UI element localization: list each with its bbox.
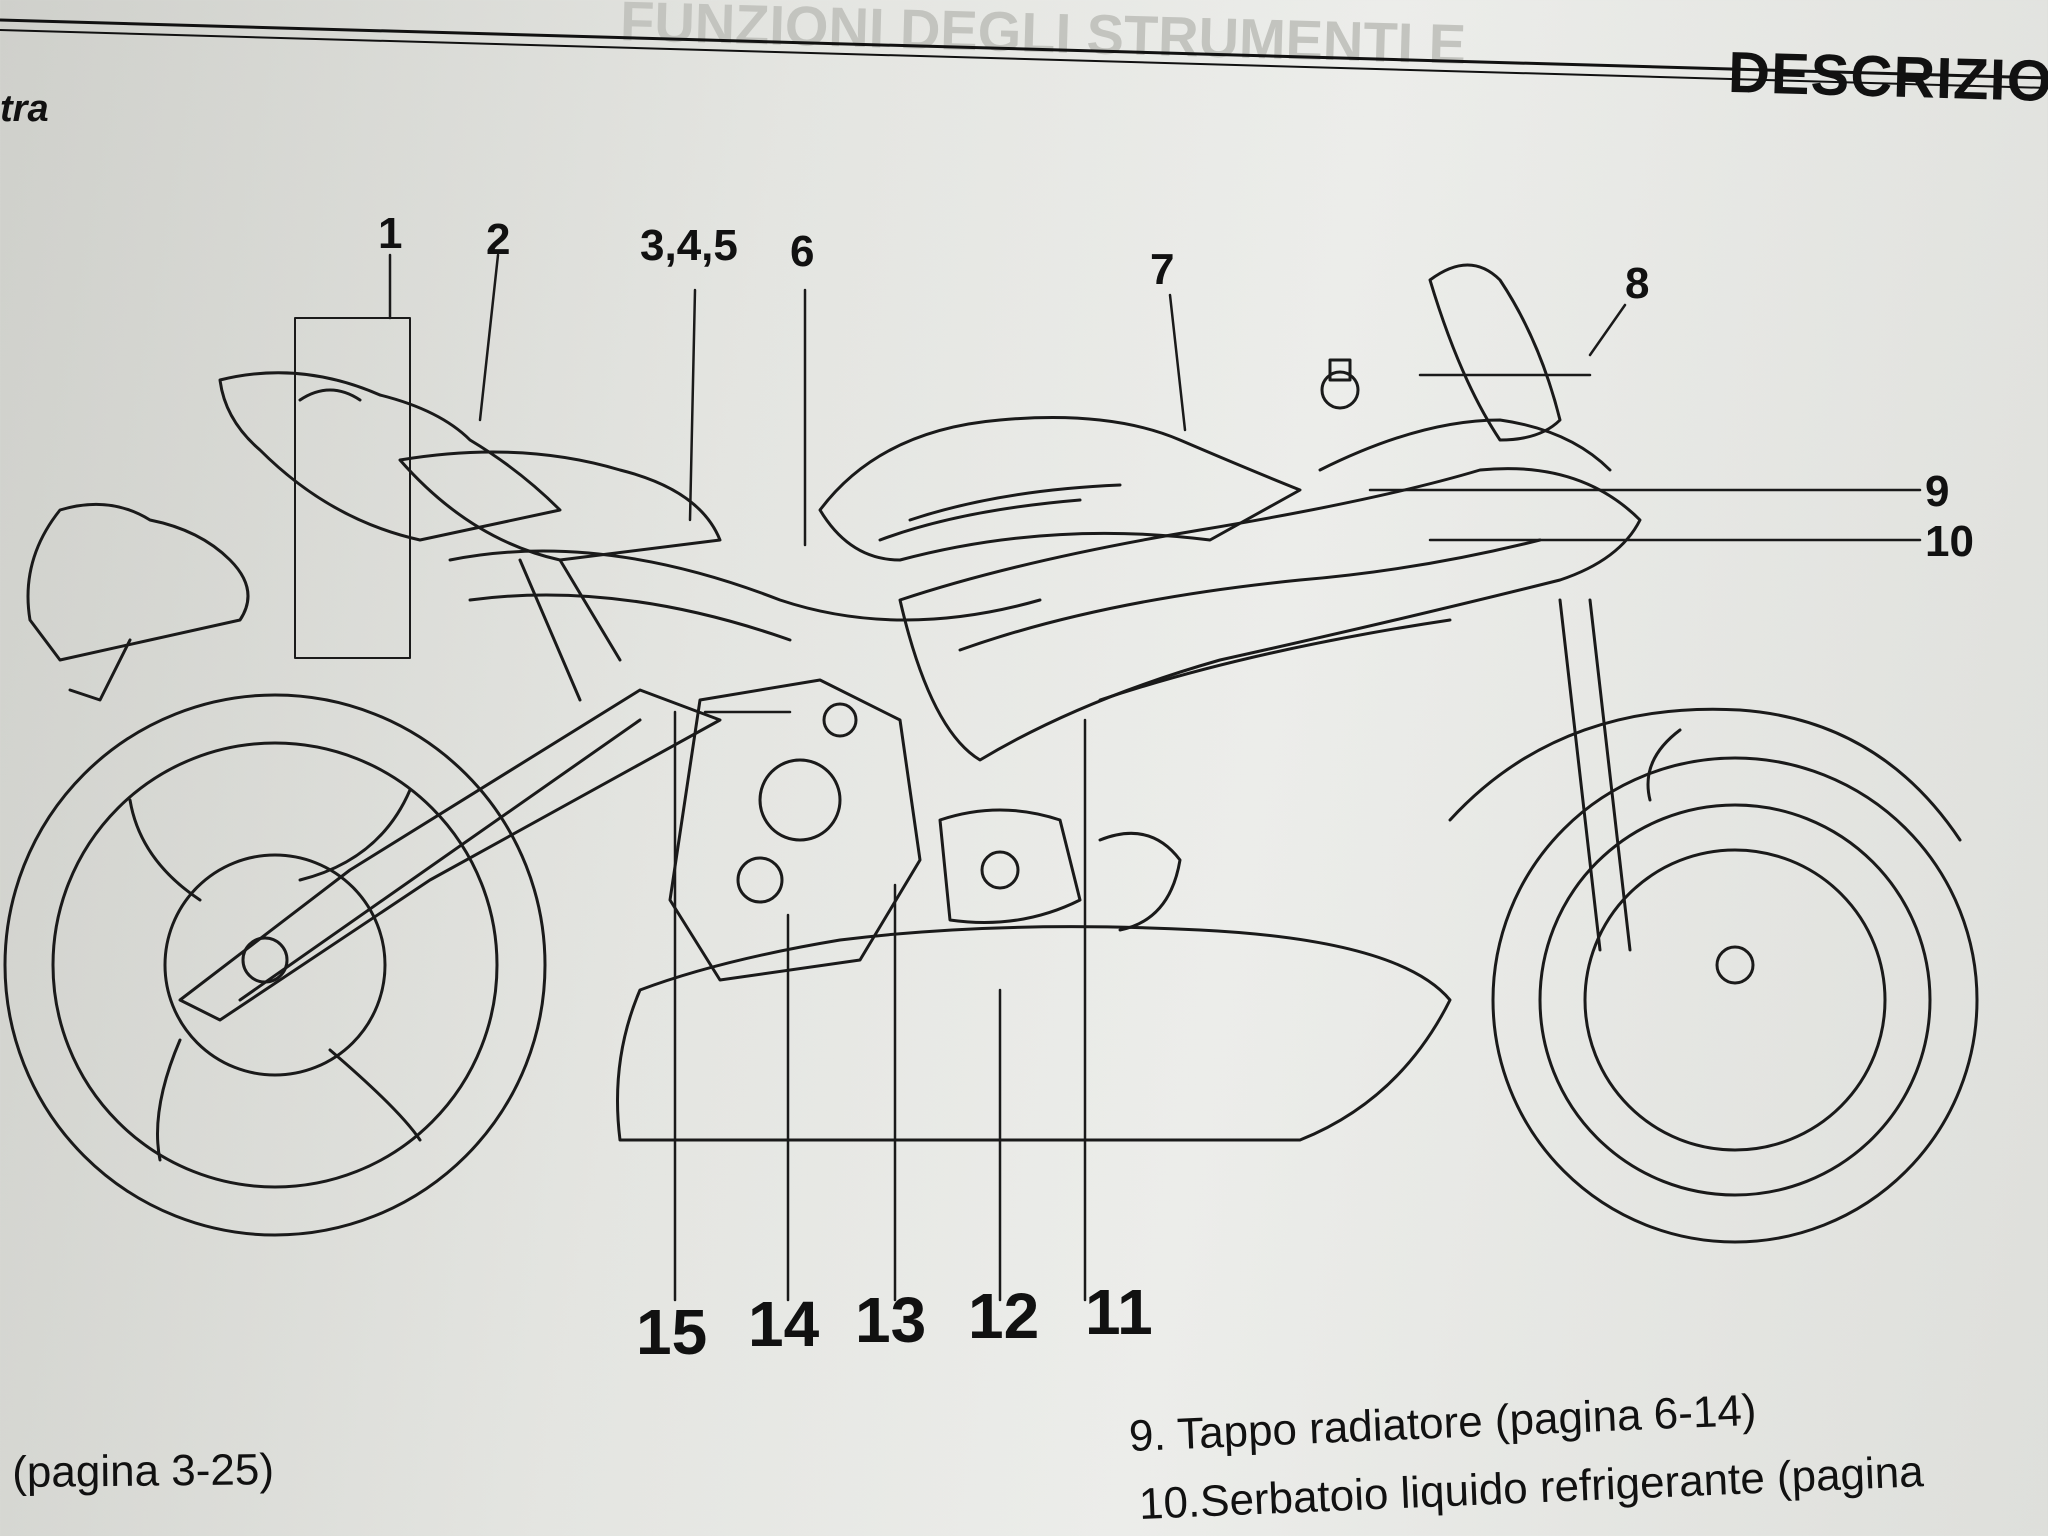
engine: [668, 678, 1182, 982]
callout-6: 6: [790, 227, 815, 276]
callout-9: 9: [1925, 467, 1950, 516]
side-fairing: [898, 467, 1642, 762]
callout-10: 10: [1925, 517, 1974, 566]
rear-wheel: [3, 693, 547, 1237]
callout-14: 14: [748, 1288, 820, 1360]
callout-8: 8: [1625, 259, 1650, 308]
left-page-reference: (pagina 3-25): [12, 1445, 275, 1497]
fuel-tank: [818, 416, 1302, 562]
swingarm: [178, 688, 722, 1022]
tail-section: [218, 371, 562, 542]
belly-pan: [616, 925, 1452, 1142]
callout-15: 15: [636, 1296, 708, 1368]
passenger-footrest: [26, 502, 250, 662]
section-tab-label: tra: [0, 88, 49, 130]
callout-13: 13: [855, 1284, 927, 1356]
front-fork: [1558, 598, 1632, 952]
callout-3-4-5: 3,4,5: [640, 221, 738, 270]
frame-rail: [448, 549, 1042, 642]
callout-12: 12: [968, 1280, 1040, 1352]
callout-11: 11: [1085, 1276, 1153, 1348]
front-wheel: [1448, 707, 1979, 1244]
windscreen: [1428, 263, 1562, 442]
callout-2: 2: [486, 215, 511, 264]
callout-1: 1: [378, 209, 403, 258]
callout-7: 7: [1150, 245, 1175, 294]
